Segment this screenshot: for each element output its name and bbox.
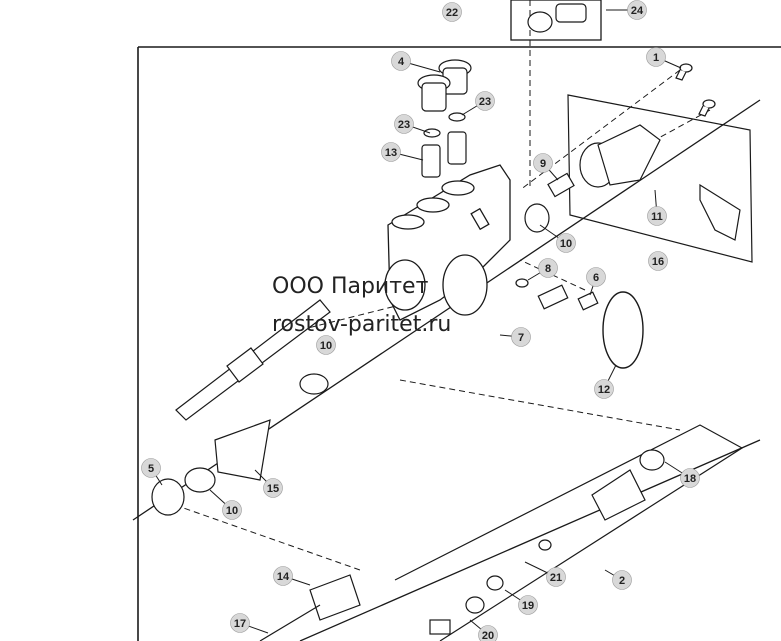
part-6-8 bbox=[515, 278, 599, 311]
callout-label-16: 16 bbox=[652, 256, 664, 268]
callout-label-22: 22 bbox=[446, 7, 458, 19]
callout-bubble bbox=[316, 335, 336, 355]
callout-bubble bbox=[533, 153, 553, 173]
callout-bubble bbox=[222, 500, 242, 520]
callout-bubble bbox=[141, 458, 161, 478]
main-frame bbox=[137, 46, 781, 641]
watermark-line2: rostov-paritet.ru bbox=[272, 312, 451, 337]
callout-label-13: 13 bbox=[385, 147, 397, 159]
callout-label-10: 10 bbox=[320, 340, 332, 352]
callout-bubble bbox=[518, 595, 538, 615]
callout-bubble bbox=[586, 267, 606, 287]
part-16-cover bbox=[579, 124, 741, 241]
callout-label-4: 4 bbox=[398, 56, 405, 68]
callout-label-23: 23 bbox=[479, 96, 491, 108]
part-24 bbox=[527, 3, 587, 33]
callout-bubble bbox=[546, 567, 566, 587]
callout-label-10: 10 bbox=[226, 505, 238, 517]
callout-bubble bbox=[538, 258, 558, 278]
callout-bubble bbox=[556, 233, 576, 253]
callout-label-7: 7 bbox=[518, 332, 524, 344]
inset-frame-16 bbox=[567, 94, 753, 263]
callout-bubble bbox=[646, 47, 666, 67]
callout-label-15: 15 bbox=[267, 483, 279, 495]
part-10-oring bbox=[524, 203, 550, 233]
callout-label-10: 10 bbox=[560, 238, 572, 250]
callout-bubble bbox=[511, 327, 531, 347]
callout-bubble bbox=[381, 142, 401, 162]
callout-label-20: 20 bbox=[482, 630, 494, 641]
callout-label-5: 5 bbox=[148, 463, 154, 475]
callout-label-21: 21 bbox=[550, 572, 562, 584]
callout-bubble bbox=[263, 478, 283, 498]
part-4-plugs bbox=[417, 59, 472, 112]
callout-label-11: 11 bbox=[651, 211, 663, 223]
inset-frame-24 bbox=[510, 0, 602, 41]
callout-label-23: 23 bbox=[398, 119, 410, 131]
callout-label-17: 17 bbox=[234, 618, 246, 630]
callout-label-8: 8 bbox=[545, 263, 551, 275]
callout-bubble bbox=[394, 114, 414, 134]
callout-label-14: 14 bbox=[277, 571, 290, 583]
watermark-line1: ООО Паритет bbox=[272, 274, 429, 299]
callout-bubble bbox=[612, 570, 632, 590]
callout-label-6: 6 bbox=[593, 272, 599, 284]
callout-bubble bbox=[391, 51, 411, 71]
callout-label-12: 12 bbox=[598, 384, 610, 396]
callout-bubble bbox=[647, 206, 667, 226]
part-1-bolts bbox=[675, 63, 716, 117]
callout-label-9: 9 bbox=[540, 158, 546, 170]
callout-label-2: 2 bbox=[619, 575, 625, 587]
callout-bubble bbox=[442, 2, 462, 22]
callout-label-24: 24 bbox=[631, 5, 644, 17]
part-14-17 bbox=[259, 574, 361, 641]
callout-label-1: 1 bbox=[653, 52, 659, 64]
part-13-springs bbox=[421, 112, 467, 178]
callout-label-18: 18 bbox=[684, 473, 696, 485]
callout-bubble bbox=[680, 468, 700, 488]
lower-spool bbox=[429, 449, 665, 635]
inset-frame-2 bbox=[394, 424, 744, 641]
part-12-oring bbox=[602, 291, 644, 369]
callout-bubble bbox=[230, 613, 250, 633]
callout-bubble bbox=[273, 566, 293, 586]
callout-bubble bbox=[594, 379, 614, 399]
callout-bubble bbox=[475, 91, 495, 111]
callout-bubble bbox=[627, 0, 647, 20]
callout-label-19: 19 bbox=[522, 600, 534, 612]
callout-bubble bbox=[478, 625, 498, 641]
valve-body bbox=[384, 164, 511, 321]
callout-bubble bbox=[648, 251, 668, 271]
spool-assembly bbox=[151, 299, 331, 516]
